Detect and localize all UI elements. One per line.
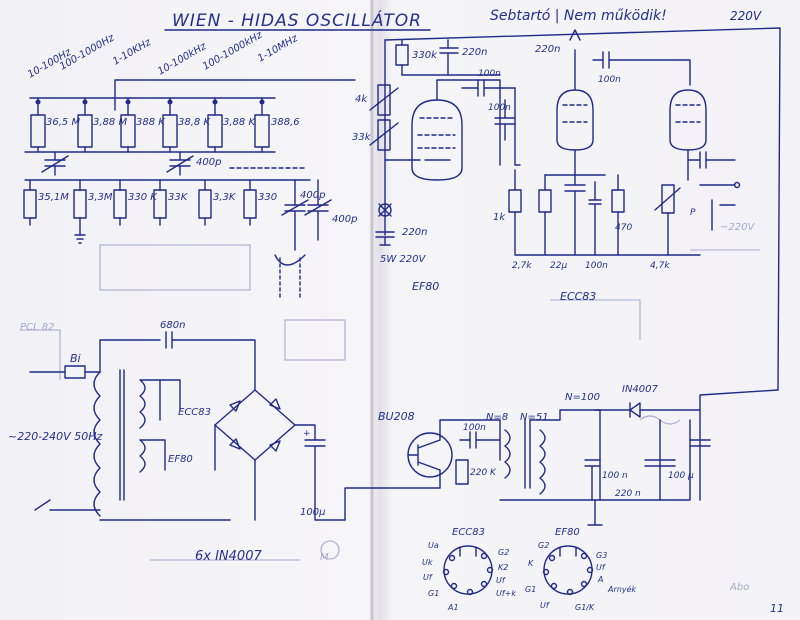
lower-value-1: 35,1M [38,192,69,203]
lower-value-5: 3,3K [213,192,237,203]
trimmer-capacitors [274,179,332,301]
lower-value-4: 33K [168,192,189,203]
ecc83-tube-2 [611,89,707,256]
cap-100n-b-label: 100n [488,103,511,113]
cap-100u-label: 100µ [300,507,325,518]
svg-text:Abo: Abo [729,582,749,593]
ef80-pin-1: G2 [538,541,549,550]
trimmer-cap-value: 400p [300,190,325,201]
lamp-label: 5W 220V [380,254,427,265]
ecc83-tube-1 [538,29,606,256]
res-1k-label: 1k [493,212,506,223]
cap-100n-b-hv-label: 100 n [602,471,628,481]
ef80-pin-9: G1/K [575,603,595,612]
diode-label: IN4007 [622,384,659,395]
upper-value-5: 3,88 K [223,117,256,128]
ef80-pin-5: A [597,575,603,584]
svg-text:M: M [320,552,329,563]
rc-range-bank: 10-100Hz 100-1000Hz 1-10KHz 10-100kHz 10… [23,29,357,301]
ecc83-pin-9: A1 [447,603,459,612]
subtitle-note: Sebtartó | Nem működik! [490,8,667,24]
power-supply-left: Bi ~220-240V 50Hz 680n ECC83 EF80 + 100µ… [8,320,441,564]
cap-100u-hv-label: 100 µ [668,471,694,481]
upper-value-6: 388,6 [271,117,300,128]
cap-220n-c-label: 220n [402,227,427,238]
res-4k7-label: 4,7k [650,261,670,271]
res-220k-hv-label: 220 K [470,468,497,478]
tube-stages: 330k 220n 4k 33k 5W 220V 220n EF80 [352,27,781,391]
ecc83-label: ECC83 [560,290,596,303]
cap-680n-label: 680n [160,320,185,331]
fuse-label: Bi [70,352,81,365]
ef80-pin-2: K [528,559,534,568]
winding-n51-label: N=51 [520,412,549,423]
svg-text:+: + [303,429,311,439]
header: WIEN - HIDAS OSCILLÁTOR Sebtartó | Nem m… [164,8,762,31]
range-label-4: 10-100kHz [156,41,209,78]
ef80-pin-7: Uf [540,601,550,610]
trimmer-cap-value-2: 400p [332,214,357,225]
ecc83-pin-8: G1 [428,589,439,598]
cap-220n-label: 220n [462,47,487,58]
bu208-label: BU208 [378,410,415,423]
page-number: 11 [770,602,784,615]
ecc83-pin-1: Ua [428,541,439,550]
power-supply-right: BU208 100n N=8 N=51 N=100 220 K IN4007 1… [378,384,779,526]
ecc83-pin-2: G2 [498,548,509,557]
res-330k-label: 330k [412,50,438,61]
upper-value-3: 388 K [136,117,166,128]
svg-text:~220V: ~220V [720,222,755,233]
cap-100n-c-label: 100n [585,261,608,271]
lower-value-3: 330 K [128,192,158,203]
ef80-pin-4: Uf [596,563,606,572]
ef80-pin-8: Arnyék [607,584,636,594]
lower-value-2: 3,3M [88,192,113,203]
res-2k7-label: 2,7k [512,261,532,271]
psu-ecc83-label: ECC83 [178,407,211,418]
ecc83-pin-7: Uf+k [496,589,516,598]
ecc83-pin-3: Uk [422,558,433,567]
tube-pinouts: ECC83 Ua G2 Uk K2 Uf Uf Uf+k G1 A1 EF80 … [422,527,636,612]
cap-100n-d-label: 100n [598,75,621,85]
cap-220n-hv-label: 220 n [615,489,641,499]
ef80-label: EF80 [412,280,439,293]
lower-resistors [23,179,257,236]
page-title: WIEN - HIDAS OSCILLÁTOR [172,9,422,31]
lower-value-6: 330 [258,192,277,203]
range-label-3: 1-10KHz [111,37,154,68]
svg-text:PCL 82: PCL 82 [20,322,55,333]
range-label-5: 100-1000kHz [201,29,265,72]
diodes-label: 6x IN4007 [195,549,262,564]
ef80-pin-3: G3 [596,551,607,560]
supply-220v-label: 220V [730,9,762,23]
ef80-pinout-title: EF80 [555,527,580,538]
tuning-capacitor [41,151,306,176]
cap-100n-hv-label: 100n [463,423,486,433]
cap-220n-b-label: 220n [535,44,560,55]
cap-22u-label: 22µ [550,261,567,271]
bridge-rectifier [214,389,441,521]
bleed-through-sketches: PCL 82 ~220V Abo M [20,222,760,593]
winding-n100-label: N=100 [565,392,600,403]
ecc83-pin-5: Uf [423,573,433,582]
upper-value-4: 38,8 K [178,117,211,128]
upper-value-1: 36,5 M [46,117,80,128]
psu-ef80-label: EF80 [168,454,193,465]
winding-n8-label: N=8 [486,412,508,423]
tuning-cap-value: 400p [196,157,221,168]
res-4k-label: 4k [355,94,368,105]
cap-100n-label: 100n [478,69,501,79]
mains-label: ~220-240V 50Hz [8,430,102,443]
ef80-pin-6: G1 [525,585,536,594]
pot-label: P [690,208,696,218]
ef80-tube [411,79,501,181]
upper-value-2: 3,88 M [93,117,127,128]
ecc83-pin-4: K2 [498,563,508,572]
ecc83-pin-6: Uf [496,576,506,585]
res-33k-label: 33k [352,132,372,143]
res-470-label: 470 [615,223,632,233]
ecc83-pinout-title: ECC83 [452,527,485,538]
